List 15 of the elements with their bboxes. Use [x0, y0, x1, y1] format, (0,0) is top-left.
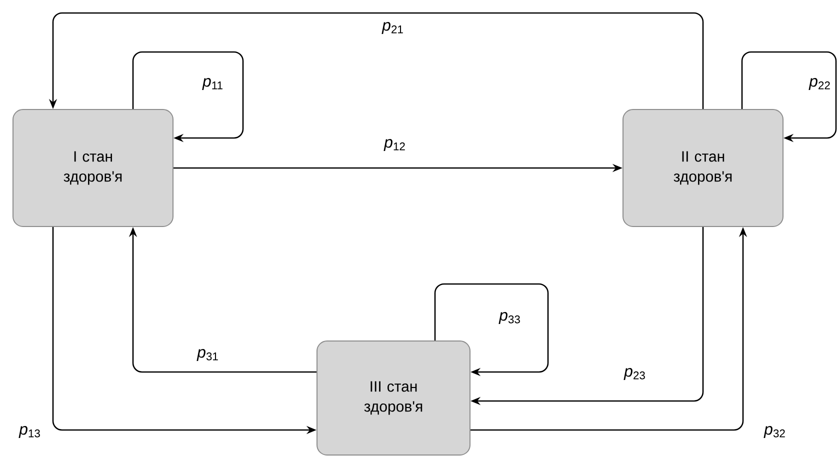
edge-label: p$_{23}$ — [623, 367, 647, 381]
edge-label: p$_{32}$ — [763, 425, 787, 439]
edge-label: p$_{22}$ — [808, 77, 832, 91]
arrow — [434, 283, 549, 376]
arrow — [741, 51, 837, 142]
state-box: ІІІ стан здоров'я — [316, 340, 470, 456]
edge-label: p$_{11}$ — [202, 77, 225, 91]
edge-label: p$_{31}$ — [196, 348, 220, 362]
edge-label: p$_{33}$ — [498, 311, 522, 325]
edge-label: p$_{13}$ — [18, 425, 42, 439]
state-box: ІІ стан здоров'я — [622, 109, 784, 227]
edge-label: p$_{12}$ — [383, 138, 407, 152]
edge-label: p$_{21}$ — [381, 21, 405, 35]
arrow — [132, 51, 244, 142]
state-box: І стан здоров'я — [12, 109, 174, 227]
